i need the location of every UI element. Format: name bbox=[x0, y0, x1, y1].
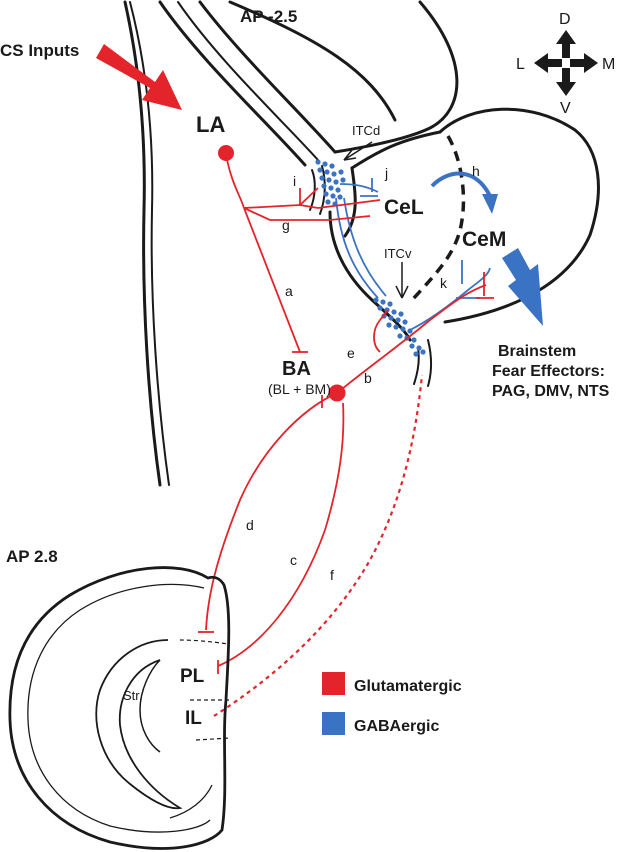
brainstem-label-line1: Brainstem bbox=[498, 343, 576, 360]
ba-neuron bbox=[328, 384, 346, 402]
ba-sublabel: (BL + BM) bbox=[268, 381, 331, 397]
itcd-label: ITCd bbox=[352, 123, 380, 138]
cs-inputs-label: CS Inputs bbox=[0, 41, 79, 60]
section-label-bottom: AP 2.8 bbox=[6, 547, 58, 566]
section-label-top: AP -2.5 bbox=[240, 7, 297, 26]
cel-to-cem-arrow bbox=[430, 171, 492, 197]
glutamatergic-projections bbox=[198, 154, 494, 674]
cem-label: CeM bbox=[462, 228, 506, 251]
pathway-label-f: f bbox=[330, 567, 334, 583]
cs-inputs-arrow bbox=[96, 44, 182, 110]
pathway-label-c: c bbox=[290, 552, 297, 568]
brainstem-label-line2: Fear Effectors: bbox=[492, 363, 605, 380]
pathway-label-e: e bbox=[347, 345, 355, 361]
orientation-compass bbox=[534, 30, 598, 96]
itcd-cluster bbox=[315, 159, 346, 207]
itc-pointer-arrows bbox=[343, 141, 409, 299]
legend-label-gabaergic: GABAergic bbox=[354, 718, 439, 735]
pathway-label-i: i bbox=[293, 173, 296, 189]
pathway-label-b: b bbox=[364, 370, 372, 386]
pathway-label-d: d bbox=[246, 517, 254, 533]
pathway-label-h: h bbox=[472, 163, 480, 179]
compass-v-label: V bbox=[560, 100, 571, 117]
compass-m-label: M bbox=[602, 56, 615, 73]
cel-to-cem-arrowhead bbox=[482, 194, 498, 214]
brainstem-label-line3: PAG, DMV, NTS bbox=[492, 383, 610, 400]
la-label: LA bbox=[196, 112, 225, 137]
itcv-label: ITCv bbox=[384, 246, 412, 261]
striatum-label: Str. bbox=[123, 688, 143, 703]
il-label: IL bbox=[185, 708, 202, 729]
amygdala-outlines bbox=[123, 0, 600, 487]
legend-label-glutamatergic: Glutamatergic bbox=[354, 678, 462, 695]
brainstem-output-arrow bbox=[502, 248, 543, 326]
legend-swatch-glutamatergic bbox=[322, 672, 345, 695]
la-neuron bbox=[218, 145, 234, 161]
ba-label: BA bbox=[282, 358, 311, 380]
prefrontal-section-outline bbox=[8, 566, 231, 850]
pathway-label-j: j bbox=[384, 165, 388, 181]
legend-swatch-gabaergic bbox=[322, 712, 345, 735]
itcv-cluster bbox=[373, 297, 426, 357]
pl-label: PL bbox=[180, 666, 205, 687]
cel-cem-border bbox=[410, 135, 466, 302]
compass-l-label: L bbox=[516, 56, 525, 73]
il-to-itcv-pathway bbox=[213, 374, 424, 717]
cel-label: CeL bbox=[384, 196, 424, 219]
pathway-label-a: a bbox=[285, 283, 293, 299]
pathway-label-g: g bbox=[282, 217, 290, 233]
pathway-label-k: k bbox=[440, 275, 448, 291]
compass-d-label: D bbox=[559, 11, 571, 28]
